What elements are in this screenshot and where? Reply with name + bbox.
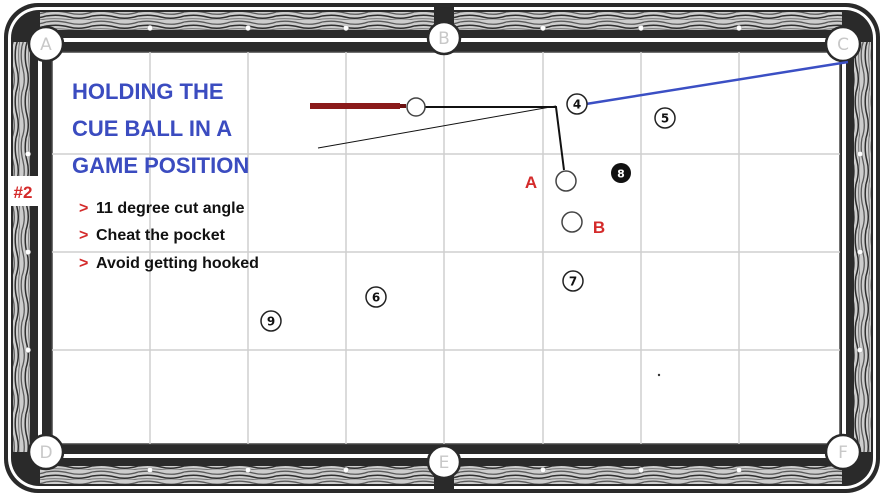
tip-marker: > [79,200,88,217]
ball-7: 7 [562,270,584,292]
ball-4: 4 [566,93,588,115]
shot-lines [310,60,849,171]
title-line-3: GAME POSITION [72,153,249,178]
ball-4-number: 4 [573,98,581,112]
cue-ball [406,97,426,117]
diagram-title: HOLDING THE CUE BALL IN A GAME POSITION [72,79,249,178]
pocket-e: E [426,444,462,492]
tip-marker: > [79,255,88,272]
pocket-b-label: B [438,29,450,49]
pocket-c: C [824,25,862,63]
tip-text: Cheat the pocket [96,227,226,244]
ball-9: 9 [260,310,282,332]
aim-line [317,105,557,149]
tip-marker: > [79,227,88,244]
tip-text: Avoid getting hooked [96,255,259,272]
cue-position-a [555,170,577,192]
cue-path [416,106,565,171]
pocket-a-label: A [40,35,52,55]
pocket-d-label: D [39,443,52,463]
ball-7-number: 7 [569,275,577,289]
ball-8-number: 8 [617,168,625,181]
pocket-a: A [27,25,65,63]
ball-5-number: 5 [661,112,669,126]
pocket-f: F [824,433,862,471]
diamond-grid [52,52,840,444]
pockets: A B C D E F [27,6,862,492]
ball-8: 8 [611,163,631,183]
tip-item: > Cheat the pocket [79,227,226,244]
title-line-1: HOLDING THE [72,79,224,104]
position-a-label: A [525,173,537,192]
diamond-sights [25,25,863,473]
pocket-f-label: F [838,443,848,463]
ball-5: 5 [654,107,676,129]
table-felt [51,51,841,445]
tip-text: 11 degree cut angle [96,200,245,217]
diagram-number-bg [8,176,38,206]
pocket-d: D [27,433,65,471]
ball-9-number: 9 [267,315,275,329]
stray-dot [657,373,661,377]
ball-6-number: 6 [372,291,380,305]
diagram-number: #2 [14,183,33,202]
title-line-2: CUE BALL IN A [72,116,232,141]
tip-item: > Avoid getting hooked [79,255,259,272]
pocket-c-label: C [837,35,849,55]
tips-list: > 11 degree cut angle > Cheat the pocket… [79,200,259,272]
tip-item: > 11 degree cut angle [79,200,245,217]
ball-6: 6 [365,286,387,308]
pocket-line [585,60,849,106]
cue-position-b [561,211,583,233]
pocket-e-label: E [439,453,450,473]
pocket-b: B [426,6,462,56]
position-b-label: B [593,218,605,237]
